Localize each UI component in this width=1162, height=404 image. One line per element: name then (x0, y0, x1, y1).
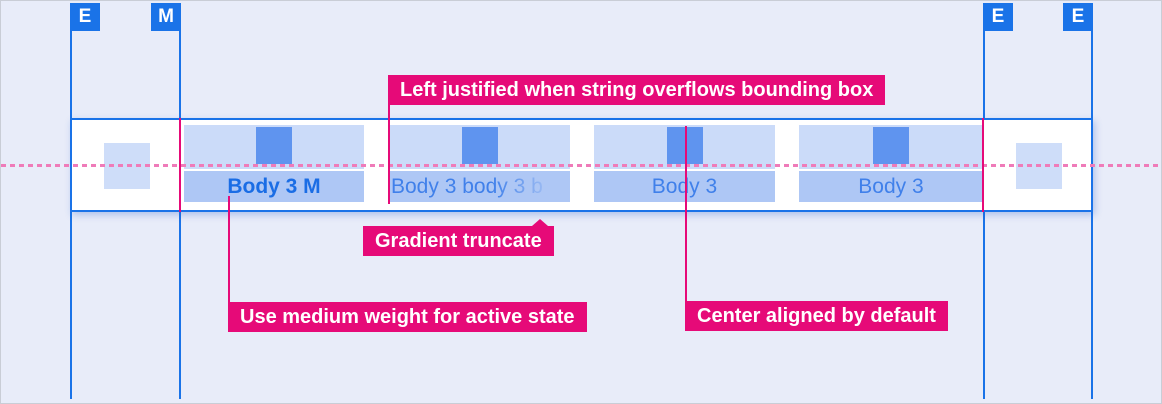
vertical-center-dashed-line (1, 164, 1161, 167)
margin-marker-m-left: M (151, 3, 181, 31)
guide-line-edge-right-inner (983, 30, 985, 399)
tab-icon-area (799, 125, 983, 169)
tab-label: Body 3 (594, 171, 775, 202)
tab-body3-overflow[interactable]: Body 3 body 3 b (389, 125, 570, 203)
guide-line-margin-left (179, 30, 181, 399)
tab-icon-area (389, 125, 570, 169)
pointer-line-tab-area-left (179, 118, 181, 212)
pointer-line-left-justified (388, 105, 390, 204)
tab-label: Body 3 body 3 b (389, 171, 570, 202)
caret-up-icon (531, 219, 548, 226)
callout-medium-weight: Use medium weight for active state (228, 302, 587, 332)
tab-body3-default-1[interactable]: Body 3 (594, 125, 775, 203)
callout-gradient-truncate: Gradient truncate (363, 219, 554, 256)
tab-icon-placeholder (873, 127, 909, 164)
tab-body3-active[interactable]: Body 3 M (184, 125, 364, 203)
tab-icon-area (184, 125, 364, 169)
guide-line-edge-left (70, 30, 72, 399)
pointer-line-tab-area-right (982, 118, 984, 212)
tab-label: Body 3 M (184, 171, 364, 202)
pointer-line-center-aligned (685, 126, 687, 301)
tab-label: Body 3 (799, 171, 983, 202)
margin-marker-e-outer-left: E (70, 3, 100, 31)
callout-center-aligned: Center aligned by default (685, 301, 948, 331)
gradient-truncate-overlay (492, 171, 570, 202)
tab-body3-default-2[interactable]: Body 3 (799, 125, 983, 203)
margin-marker-e-inner-right: E (983, 3, 1013, 31)
tab-icon-placeholder (256, 127, 292, 164)
tab-icon-placeholder (666, 127, 703, 164)
tab-icon-placeholder (461, 127, 498, 164)
margin-marker-e-outer-right: E (1063, 3, 1093, 31)
tab-icon-area (594, 125, 775, 169)
callout-gradient-truncate-text: Gradient truncate (375, 230, 542, 252)
guide-line-edge-right-outer (1091, 30, 1093, 399)
pointer-line-medium-weight (228, 196, 230, 303)
callout-left-justified: Left justified when string overflows bou… (388, 75, 886, 105)
